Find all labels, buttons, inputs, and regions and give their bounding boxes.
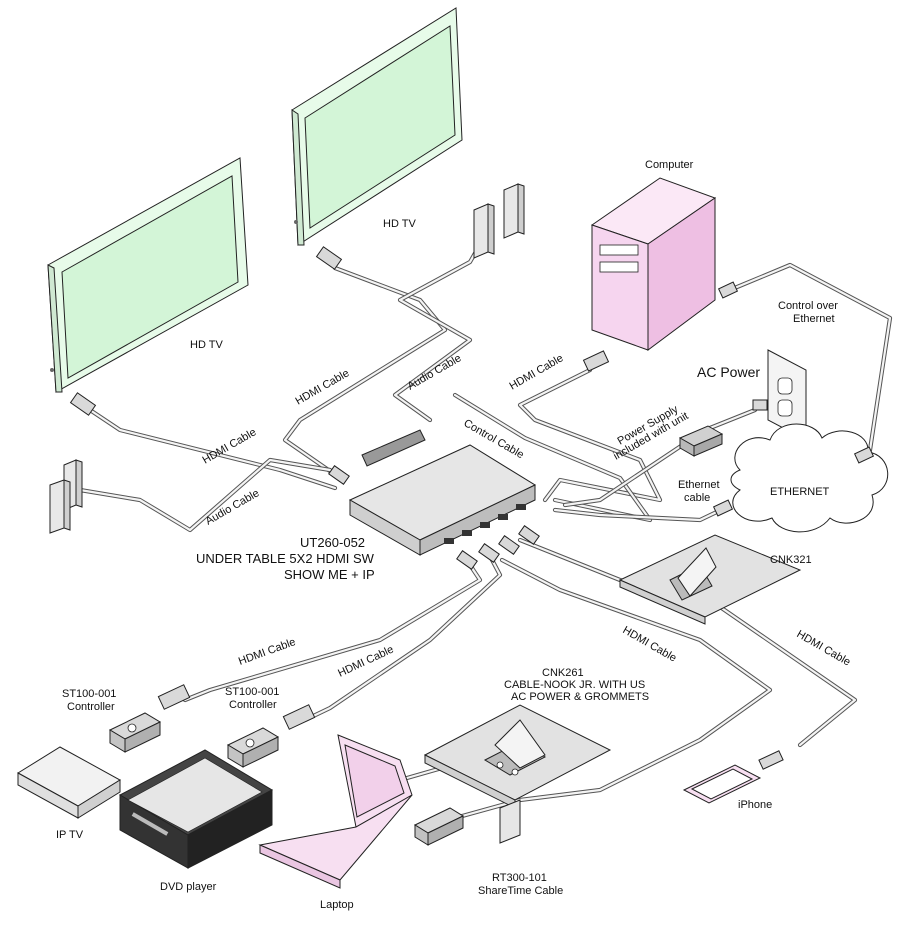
label-cnk261-2: CABLE-NOOK JR. WITH US xyxy=(504,679,645,691)
label-ip-tv: IP TV xyxy=(56,829,84,841)
dvd-player xyxy=(118,749,274,869)
rt300-sharetime-cable xyxy=(413,807,465,846)
label-computer: Computer xyxy=(645,159,694,171)
label-st100-a-1: ST100-001 xyxy=(62,688,116,700)
label-control-over-ethernet-1: Control over xyxy=(778,300,838,312)
label-cnk261-3: AC POWER & GROMMETS xyxy=(511,691,649,703)
hdtv-left xyxy=(47,157,249,393)
label-st100-b-1: ST100-001 xyxy=(225,686,279,698)
label-rt300-1: RT300-101 xyxy=(492,872,547,884)
label-control-over-ethernet-2: Ethernet xyxy=(793,313,835,325)
label-ethernet-cable-2: cable xyxy=(684,492,710,504)
label-ethernet-cloud: ETHERNET xyxy=(770,486,830,498)
speakers-left xyxy=(49,459,83,534)
main-unit-ut260 xyxy=(348,429,537,556)
st100-controller-a xyxy=(108,684,191,753)
label-ac-power: AC Power xyxy=(697,364,760,380)
st100-controller-b xyxy=(226,704,316,768)
label-cnk321: CNK321 xyxy=(770,554,812,566)
label-laptop: Laptop xyxy=(320,899,354,911)
laptop-device xyxy=(258,734,413,889)
label-iphone: iPhone xyxy=(738,799,772,811)
iphone-device xyxy=(682,750,784,804)
label-main-unit-3: SHOW ME + IP xyxy=(284,567,375,582)
hdmi-cable-lower-left xyxy=(182,559,483,703)
label-hdtv-center: HD TV xyxy=(383,218,416,230)
label-main-unit-2: UNDER TABLE 5X2 HDMI SW xyxy=(196,551,375,566)
ethernet-cloud xyxy=(730,423,889,533)
label-rt300-2: ShareTime Cable xyxy=(478,885,563,897)
label-audio-cable-upper: Audio Cable xyxy=(406,352,464,392)
cnk261-plate xyxy=(423,704,612,844)
cnk321-plate xyxy=(618,534,802,625)
hdtv-center xyxy=(291,7,463,246)
label-hdtv-left: HD TV xyxy=(190,339,223,351)
power-supply-brick xyxy=(678,425,724,457)
label-cnk261-1: CNK261 xyxy=(542,667,584,679)
label-dvd-player: DVD player xyxy=(160,881,217,893)
label-st100-a-2: Controller xyxy=(67,701,115,713)
speakers-upper xyxy=(473,183,525,259)
ethernet-cable xyxy=(552,505,728,523)
ip-tv-box xyxy=(17,746,121,819)
label-st100-b-2: Controller xyxy=(229,699,277,711)
label-hdmi-cable-upper-left: HDMI Cable xyxy=(294,367,352,407)
label-hdmi-cable-lower-left: HDMI Cable xyxy=(237,636,297,668)
label-ethernet-cable-1: Ethernet xyxy=(678,479,720,491)
connector-plugs xyxy=(69,246,875,570)
label-main-unit-1: UT260-052 xyxy=(300,535,365,550)
computer-tower xyxy=(590,177,717,351)
